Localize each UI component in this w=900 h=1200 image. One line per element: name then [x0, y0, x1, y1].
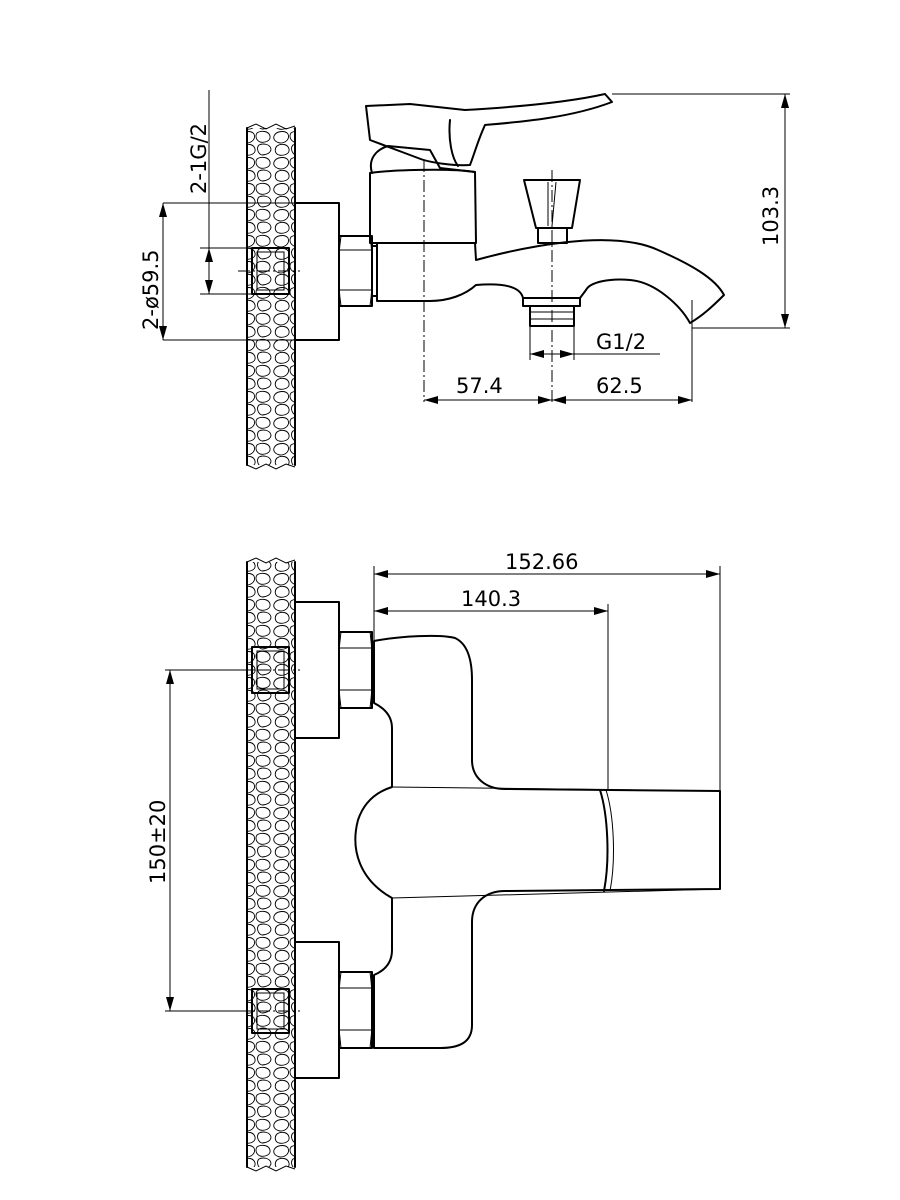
- dimension-spout-length: 140.3: [374, 587, 608, 615]
- mixer-body-side: [376, 239, 725, 324]
- dimension-outlet-thread: G1/2: [529, 326, 660, 360]
- front-view: 152.66 140.3 150±20: [146, 550, 721, 1172]
- diverter-knob-side: [523, 179, 581, 244]
- hex-nut-lower: [338, 971, 373, 1049]
- label-escutcheon-diameter: 2-ø59.5: [139, 249, 163, 330]
- escutcheon-lower: [294, 941, 340, 1079]
- label-depth-right: 62.5: [596, 374, 643, 398]
- dimension-escutcheon-diameter: 2-ø59.5: [139, 203, 167, 340]
- label-overall-length: 152.66: [505, 550, 578, 574]
- label-center-distance: 150±20: [146, 800, 170, 884]
- escutcheon-side: [294, 202, 340, 341]
- wall-section-side: [246, 123, 296, 470]
- side-view: 2-1G/2 2-ø59.5 103.3 G1/2: [139, 90, 790, 470]
- dimension-height: 103.3: [759, 94, 789, 328]
- dimension-inlet-thread: 2-1G/2: [187, 90, 213, 294]
- mixer-body-front: [354, 634, 721, 1049]
- hex-nut-side: [338, 235, 373, 307]
- dimension-overall-length: 152.66: [374, 550, 720, 578]
- label-outlet-thread: G1/2: [596, 330, 646, 354]
- escutcheon-upper: [294, 601, 340, 739]
- label-inlet-thread: 2-1G/2: [187, 123, 211, 194]
- dimension-center-distance: 150±20: [146, 670, 174, 1011]
- label-height: 103.3: [759, 186, 783, 246]
- wall-section-front: [246, 557, 296, 1172]
- lever-handle-side: [365, 93, 613, 167]
- label-depth-left: 57.4: [456, 374, 503, 398]
- dimension-depth: 57.4 62.5: [424, 374, 692, 404]
- label-spout-length: 140.3: [461, 587, 521, 611]
- hex-nut-upper: [338, 631, 373, 709]
